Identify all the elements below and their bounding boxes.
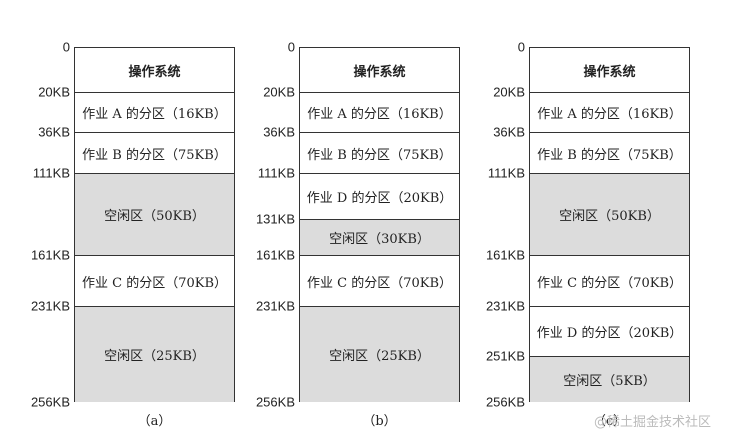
address-tick-label: 36KB	[38, 124, 70, 140]
job-partition: 作业 D 的分区（20KB）	[300, 173, 459, 219]
free-partition: 空闲区（50KB）	[75, 173, 234, 255]
column-caption: （b）	[362, 414, 397, 429]
address-tick-label: 161KB	[30, 247, 70, 263]
address-tick-label: 231KB	[255, 298, 295, 314]
address-tick-label: 251KB	[485, 348, 525, 364]
address-tick-label: 256KB	[485, 394, 525, 410]
job-partition: 作业 C 的分区（70KB）	[530, 255, 689, 306]
job-partition: 作业 B 的分区（75KB）	[75, 132, 234, 173]
job-partition: 作业 C 的分区（70KB）	[75, 255, 234, 306]
address-tick-label: 111KB	[257, 165, 295, 181]
watermark: @稀土掘金技术社区	[593, 415, 711, 430]
address-tick-label: 231KB	[485, 298, 525, 314]
address-tick-label: 20KB	[263, 84, 295, 100]
free-partition: 空闲区（50KB）	[530, 173, 689, 255]
address-tick-label: 20KB	[38, 84, 70, 100]
address-tick-label: 256KB	[255, 394, 295, 410]
os-partition: 操作系统	[583, 64, 636, 80]
address-tick-label: 131KB	[255, 211, 295, 227]
memory-column-a: 操作系统作业 A 的分区（16KB）作业 B 的分区（75KB）空闲区（50KB…	[74, 47, 235, 402]
address-tick-label: 0	[287, 39, 295, 55]
address-tick-label: 161KB	[485, 247, 525, 263]
os-partition: 操作系统	[128, 64, 181, 80]
job-partition: 作业 A 的分区（16KB）	[300, 92, 459, 132]
address-tick-label: 231KB	[30, 298, 70, 314]
free-partition: 空闲区（25KB）	[75, 306, 234, 402]
address-tick-label: 36KB	[263, 124, 295, 140]
free-partition: 空闲区（5KB）	[530, 356, 689, 402]
address-tick-label: 0	[517, 39, 525, 55]
os-partition: 操作系统	[353, 64, 406, 80]
memory-column-c: 操作系统作业 A 的分区（16KB）作业 B 的分区（75KB）空闲区（50KB…	[529, 47, 690, 402]
job-partition: 作业 A 的分区（16KB）	[75, 92, 234, 132]
address-tick-label: 256KB	[30, 394, 70, 410]
address-tick-label: 111KB	[32, 165, 70, 181]
column-caption: （a）	[137, 414, 172, 429]
job-partition: 作业 D 的分区（20KB）	[530, 306, 689, 356]
free-partition: 空闲区（30KB）	[300, 219, 459, 255]
job-partition: 作业 B 的分区（75KB）	[300, 132, 459, 173]
address-tick-label: 20KB	[493, 84, 525, 100]
job-partition: 作业 C 的分区（70KB）	[300, 255, 459, 306]
address-tick-label: 161KB	[255, 247, 295, 263]
address-tick-label: 36KB	[493, 124, 525, 140]
address-tick-label: 0	[62, 39, 70, 55]
memory-column-b: 操作系统作业 A 的分区（16KB）作业 B 的分区（75KB）作业 D 的分区…	[299, 47, 460, 402]
column-caption: （c）	[592, 414, 627, 429]
job-partition: 作业 B 的分区（75KB）	[530, 132, 689, 173]
job-partition: 作业 A 的分区（16KB）	[530, 92, 689, 132]
address-tick-label: 111KB	[487, 165, 525, 181]
free-partition: 空闲区（25KB）	[300, 306, 459, 402]
